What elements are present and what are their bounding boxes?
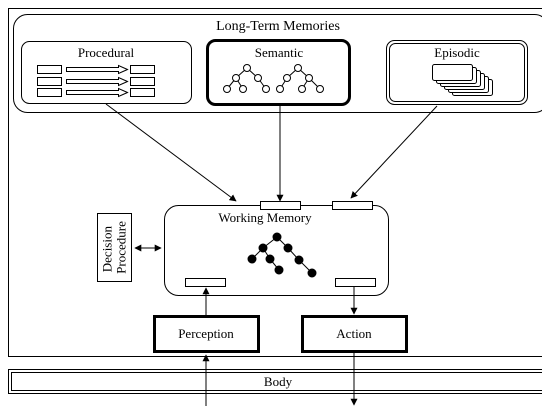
long-term-memories-panel: [13, 14, 542, 113]
decision-label-line-2: Procedure: [114, 221, 129, 274]
episodic-label: Episodic: [434, 45, 480, 60]
perception-label: Perception: [178, 326, 234, 341]
perception-box: [153, 315, 260, 353]
body-bar: Body: [8, 369, 542, 394]
long-term-memories-title: Long-Term Memories: [216, 19, 340, 34]
working-memory-box: Working Memory: [164, 201, 389, 296]
procedural-to-wm-arrow: [105, 103, 237, 202]
episodic-module: Episodic: [386, 40, 528, 105]
semantic-module: Semantic: [206, 39, 351, 106]
action-label: Action: [336, 326, 372, 341]
procedural-label: Procedural: [78, 45, 135, 60]
working-memory-label: Working Memory: [218, 210, 312, 225]
working-memory-graph-icon: [247, 232, 317, 278]
episodic-to-wm-arrow: [350, 105, 438, 199]
episode-stack-icon: [432, 64, 493, 96]
episodic-buffer: [332, 201, 373, 210]
body-label: Body: [264, 374, 293, 389]
procedural-module: Procedural: [21, 41, 192, 104]
decision-procedure-label: Decision Procedure: [100, 221, 129, 274]
production-rules-icon: [37, 64, 155, 98]
semantic-trees-icon: [223, 64, 324, 93]
action-box: [301, 315, 408, 353]
perception-buffer: [185, 278, 226, 287]
action-buffer: [335, 278, 376, 287]
decision-procedure-box: Decision Procedure: [97, 213, 132, 282]
decision-label-line-1: Decision: [100, 226, 115, 273]
semantic-buffer: [260, 201, 301, 210]
semantic-label: Semantic: [255, 45, 304, 60]
agent-frame: [8, 8, 542, 357]
